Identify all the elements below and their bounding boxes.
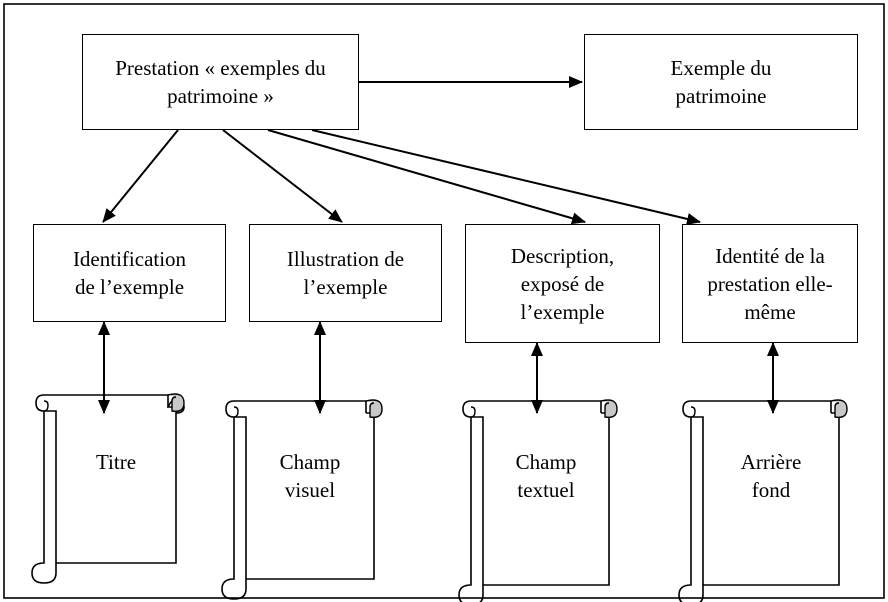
box-illustration: Illustration de l’exemple [249,224,442,322]
box-identification-label: Identification de l’exemple [72,247,187,299]
scroll-champ-textuel [458,399,618,602]
scroll-titre-label: Titre [95,450,137,474]
arrow-to-illustration [222,129,343,223]
arrow-to-identification [102,129,179,223]
box-identite: Identité de la prestation elle- même [682,224,858,343]
arrow-to-description [267,129,586,225]
box-identification: Identification de l’exemple [33,224,226,322]
box-exemple-patrimoine: Exemple du patrimoine [584,34,858,130]
scroll-champ-visuel [221,399,383,600]
scroll-arriere-fond-label: Arrière fond [740,450,802,502]
scroll-champ-textuel-label: Champ textuel [515,450,577,502]
box-identite-label: Identité de la prestation elle- même [707,243,833,324]
box-prestation-label: Prestation « exemples du patrimoine » [115,56,326,108]
outer-border [3,3,885,599]
box-illustration-label: Illustration de l’exemple [286,247,405,299]
box-exemple-patrimoine-label: Exemple du patrimoine [670,56,772,108]
scroll-titre [31,393,185,584]
scroll-arriere-fond [678,399,848,602]
box-prestation: Prestation « exemples du patrimoine » [82,34,359,130]
arrow-to-identite [311,129,701,225]
scroll-champ-visuel-label: Champ visuel [279,450,341,502]
box-description: Description, exposé de l’exemple [465,224,660,343]
box-description-label: Description, exposé de l’exemple [510,243,615,324]
